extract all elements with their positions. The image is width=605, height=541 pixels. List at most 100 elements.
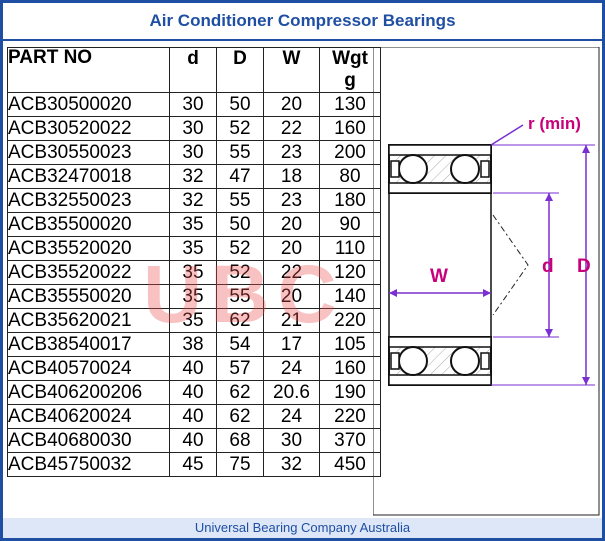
bore-arrow-bottom [545,329,553,337]
cell-part-no: ACB40620024 [7,404,170,429]
cell-D: 68 [216,428,264,453]
cell-W: 23 [263,140,320,165]
cell-weight: 105 [319,332,381,357]
header-d: d [169,47,217,93]
bearing-bottom-section [388,336,492,386]
cell-part-no: ACB30520022 [7,116,170,141]
cell-part-no: ACB30550023 [7,140,170,165]
header-part-no: PART NO [7,47,170,93]
cell-d: 40 [169,404,217,429]
footer-company: Universal Bearing Company Australia [194,520,411,535]
cell-D: 54 [216,332,264,357]
bore-label: d [542,256,554,277]
cell-d: 32 [169,188,217,213]
cell-W: 30 [263,428,320,453]
diagram-border [373,47,600,516]
cell-D: 62 [216,308,264,333]
cell-D: 55 [216,188,264,213]
width-label: W [430,266,448,287]
cell-d: 30 [169,92,217,117]
cell-weight: 370 [319,428,381,453]
cell-d: 35 [169,236,217,261]
header-weight: Wgt g [319,47,381,93]
bearing-diagram: r (min) W d D [373,47,600,516]
cell-D: 75 [216,452,264,477]
cell-W: 22 [263,116,320,141]
cell-W: 17 [263,332,320,357]
header-weight-label: Wgt [332,48,368,69]
cell-W: 32 [263,452,320,477]
cell-weight: 200 [319,140,381,165]
width-arrow-right [483,289,491,297]
cell-weight: 220 [319,308,381,333]
width-arrow-left [389,289,397,297]
header-W: W [263,47,320,93]
cell-d: 30 [169,116,217,141]
cell-part-no: ACB35520022 [7,260,170,285]
page-title: Air Conditioner Compressor Bearings [149,11,456,30]
cell-D: 52 [216,260,264,285]
bearing-top-section [388,144,492,194]
cell-weight: 160 [319,116,381,141]
cell-part-no: ACB45750032 [7,452,170,477]
title-divider [3,39,602,41]
cell-D: 62 [216,380,264,405]
cell-weight: 220 [319,404,381,429]
cell-weight: 80 [319,164,381,189]
cell-W: 24 [263,404,320,429]
cell-part-no: ACB30500020 [7,92,170,117]
radius-leader-line [490,124,524,146]
cell-part-no: ACB32470018 [7,164,170,189]
cell-W: 22 [263,260,320,285]
bore-arrow-top [545,193,553,201]
cell-part-no: ACB40570024 [7,356,170,381]
radius-label: r (min) [528,114,581,133]
outer-arrow-bottom [582,377,590,385]
cell-W: 20 [263,92,320,117]
cell-d: 40 [169,380,217,405]
cell-D: 55 [216,140,264,165]
cell-d: 30 [169,140,217,165]
cell-weight: 160 [319,356,381,381]
cell-D: 47 [216,164,264,189]
cell-d: 35 [169,212,217,237]
cell-part-no: ACB35500020 [7,212,170,237]
cell-weight: 90 [319,212,381,237]
cell-W: 20.6 [263,380,320,405]
cell-d: 45 [169,452,217,477]
cell-W: 20 [263,284,320,309]
bore-center-marker [492,214,529,316]
cell-d: 35 [169,260,217,285]
cell-D: 52 [216,236,264,261]
cell-d: 35 [169,308,217,333]
cell-W: 20 [263,212,320,237]
cell-weight: 140 [319,284,381,309]
cell-part-no: ACB35550020 [7,284,170,309]
cell-d: 38 [169,332,217,357]
cell-weight: 450 [319,452,381,477]
cell-W: 24 [263,356,320,381]
cell-d: 40 [169,428,217,453]
cell-D: 55 [216,284,264,309]
cell-part-no: ACB38540017 [7,332,170,357]
header-D: D [216,47,264,93]
footer-bar [3,518,602,538]
cell-d: 32 [169,164,217,189]
cell-weight: 190 [319,380,381,405]
